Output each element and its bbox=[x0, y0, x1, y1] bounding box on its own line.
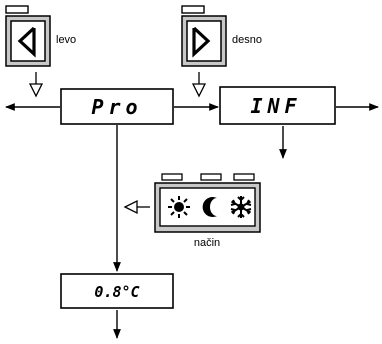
right-button-label: desno bbox=[232, 34, 262, 46]
left-press-indicator bbox=[28, 72, 44, 98]
left-button-label: levo bbox=[56, 34, 76, 46]
snowflake-icon bbox=[230, 196, 252, 218]
left-button[interactable] bbox=[5, 5, 51, 67]
temperature-screen[interactable]: 0.8°C bbox=[60, 273, 174, 309]
mode-press-indicator bbox=[123, 199, 150, 215]
right-press-indicator bbox=[191, 72, 207, 98]
mode-panel-label: način bbox=[194, 237, 220, 249]
right-arrow-icon bbox=[192, 26, 211, 58]
sun-icon bbox=[168, 196, 190, 218]
pro-screen-text: Pro bbox=[91, 95, 142, 119]
left-arrow-icon bbox=[17, 26, 36, 58]
info-screen-text: INF bbox=[250, 94, 301, 118]
moon-icon bbox=[202, 197, 217, 217]
mode-indicator-lamps bbox=[161, 173, 255, 181]
right-button[interactable] bbox=[181, 5, 227, 67]
info-screen[interactable]: INF bbox=[219, 86, 336, 125]
pro-screen[interactable]: Pro bbox=[60, 88, 174, 125]
temperature-screen-text: 0.8°C bbox=[94, 283, 139, 301]
mode-panel[interactable] bbox=[154, 182, 261, 233]
